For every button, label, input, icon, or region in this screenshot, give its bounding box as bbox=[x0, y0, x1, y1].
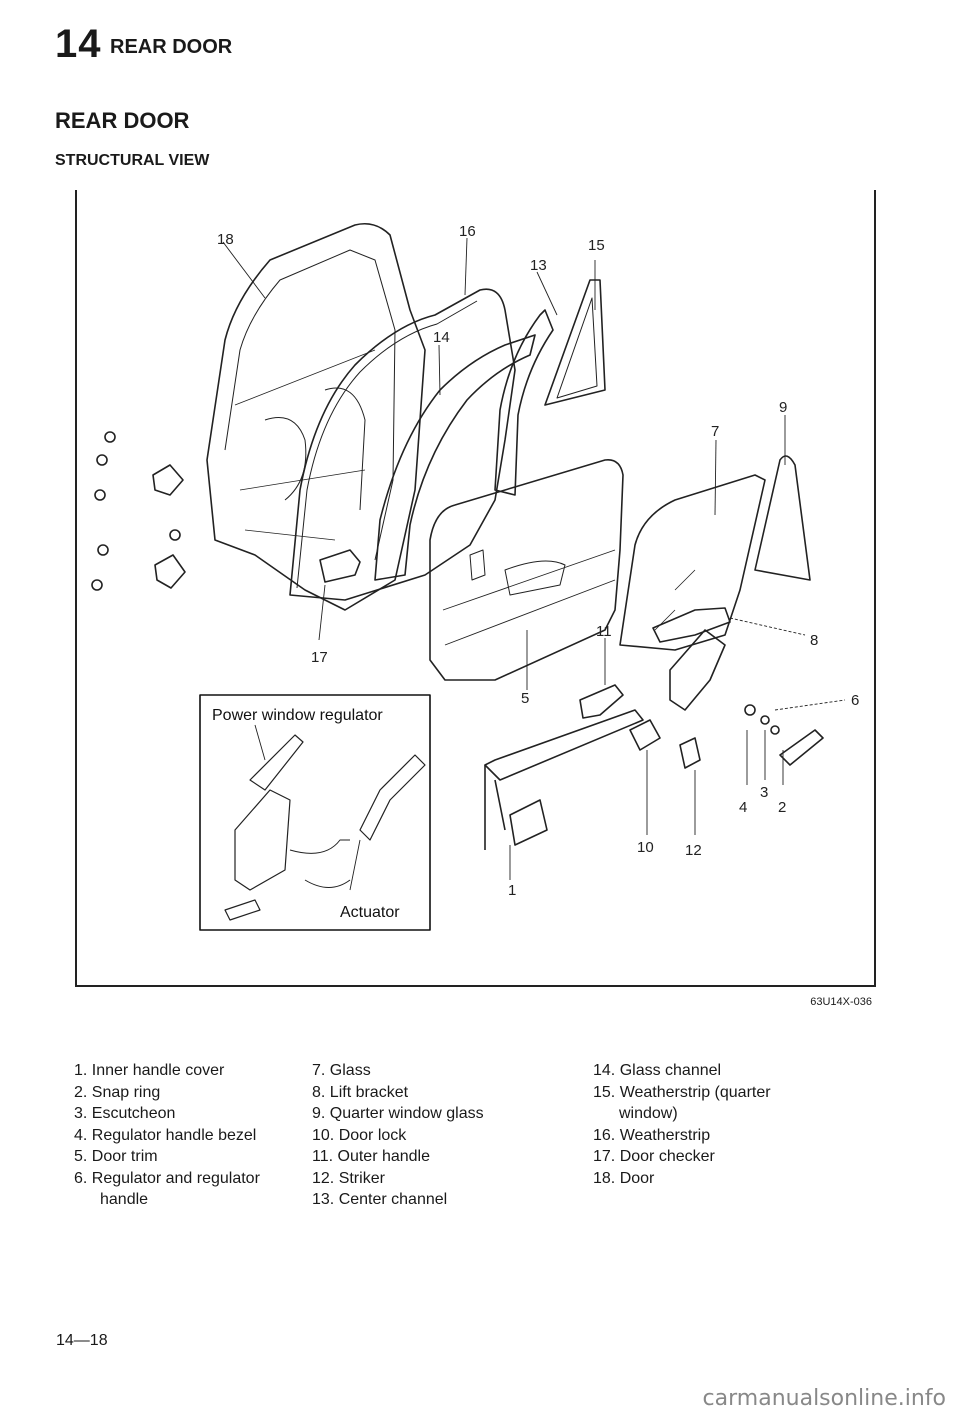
page-number: 14—18 bbox=[56, 1332, 108, 1349]
callout-12: 12 bbox=[685, 842, 702, 859]
power-window-inset bbox=[199, 694, 431, 931]
watermark: carmanualsonline.info bbox=[702, 1386, 946, 1411]
legend-item: 12. Striker bbox=[312, 1169, 385, 1187]
callout-18: 18 bbox=[217, 231, 234, 248]
callout-8: 8 bbox=[810, 632, 818, 649]
callout-15: 15 bbox=[588, 237, 605, 254]
legend-item-continuation: handle bbox=[100, 1191, 149, 1208]
figure-frame bbox=[75, 190, 876, 987]
callout-16: 16 bbox=[459, 223, 476, 240]
callout-6: 6 bbox=[851, 692, 859, 709]
legend-item: 11. Outer handle bbox=[312, 1148, 431, 1165]
legend-item: 9. Quarter window glass bbox=[312, 1105, 484, 1122]
callout-3: 3 bbox=[760, 784, 768, 801]
legend-item: 8. Lift bracket bbox=[312, 1083, 409, 1101]
legend-item: 18. Door bbox=[593, 1169, 655, 1187]
legend-item: 1. Inner handle cover bbox=[74, 1062, 225, 1079]
callout-9: 9 bbox=[779, 399, 787, 416]
callout-13: 13 bbox=[530, 257, 547, 274]
legend-item: 16. Weatherstrip bbox=[593, 1126, 711, 1144]
callout-11: 11 bbox=[596, 623, 612, 640]
callout-17: 17 bbox=[311, 649, 328, 666]
callout-14: 14 bbox=[433, 329, 450, 346]
callout-2: 2 bbox=[778, 799, 786, 816]
door-shape bbox=[206, 222, 426, 611]
legend-item: 14. Glass channel bbox=[593, 1062, 722, 1079]
callout-5: 5 bbox=[521, 690, 529, 707]
legend-item: 13. Center channel bbox=[312, 1191, 448, 1208]
legend-column-3: 14. Glass channel 15. Weatherstrip (quar… bbox=[593, 1060, 771, 1189]
structural-view-diagram: 18 16 15 13 14 9 7 8 11 5 6 3 4 2 10 12 … bbox=[91, 222, 859, 931]
legend-item: 15. Weatherstrip (quarter bbox=[593, 1083, 771, 1101]
legend-item: 2. Snap ring bbox=[74, 1083, 161, 1101]
callout-10: 10 bbox=[637, 839, 654, 856]
subsection-title: STRUCTURAL VIEW bbox=[55, 152, 210, 169]
legend-item: 4. Regulator handle bezel bbox=[74, 1126, 257, 1144]
chapter-number: 14 bbox=[55, 22, 102, 66]
actuator-label: Actuator bbox=[340, 904, 400, 921]
legend-column-1: 1. Inner handle cover 2. Snap ring 3. Es… bbox=[74, 1060, 260, 1211]
figure-code: 63U14X-036 bbox=[810, 996, 872, 1008]
legend-item: 7. Glass bbox=[312, 1062, 371, 1079]
legend-item: 5. Door trim bbox=[74, 1148, 158, 1165]
door-trim-shape bbox=[429, 458, 624, 681]
legend-item-continuation: window) bbox=[619, 1105, 678, 1122]
section-title: REAR DOOR bbox=[55, 108, 190, 133]
glass-shape bbox=[619, 474, 766, 651]
legend-item: 10. Door lock bbox=[312, 1126, 407, 1144]
callout-7: 7 bbox=[711, 423, 719, 440]
legend-item: 3. Escutcheon bbox=[74, 1105, 176, 1122]
weatherstrip-shape bbox=[289, 288, 516, 601]
inset-title: Power window regulator bbox=[212, 707, 383, 724]
callout-numbers: 18 16 15 13 14 9 7 8 11 5 6 3 4 2 10 12 … bbox=[217, 223, 859, 899]
legend-column-2: 7. Glass 8. Lift bracket 9. Quarter wind… bbox=[312, 1060, 484, 1211]
legend-item: 6. Regulator and regulator bbox=[74, 1169, 260, 1187]
chapter-title: REAR DOOR bbox=[110, 36, 233, 58]
callout-4: 4 bbox=[739, 799, 747, 816]
legend-item: 17. Door checker bbox=[593, 1148, 715, 1165]
callout-1: 1 bbox=[508, 882, 516, 899]
